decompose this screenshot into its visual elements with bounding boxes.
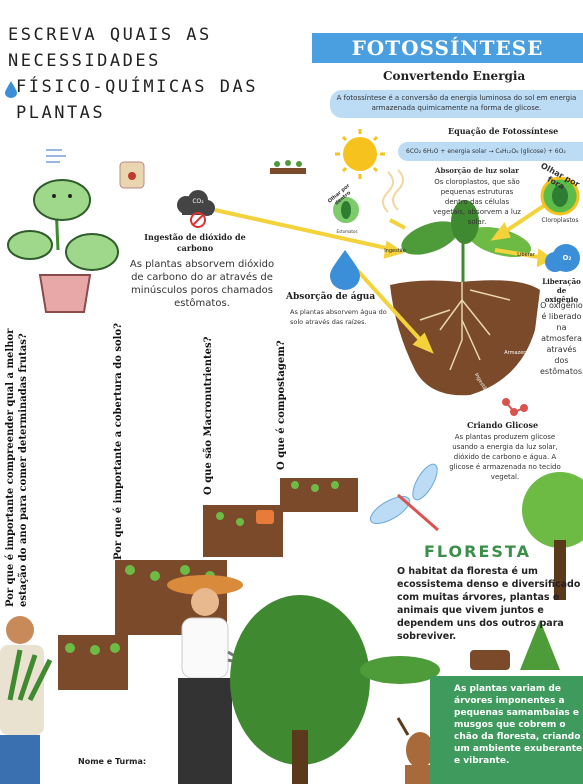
sun-icon	[335, 129, 385, 179]
luz-title: Absorção de luz solar	[435, 166, 519, 175]
forest-trees-illustration	[230, 472, 583, 784]
question-cobertura-solo: Por que é importante a cobertura do solo…	[113, 323, 124, 560]
water-drop-icon	[5, 81, 17, 98]
agua-text: As plantas absorvem água do solo através…	[290, 308, 387, 326]
armazenado-label: Armazenado	[504, 350, 536, 356]
oxigenio-title: Liberação de oxigênio	[542, 277, 581, 304]
page-title-line2: FÍSICO-QUÍMICAS DAS PLANTAS	[16, 77, 258, 123]
liberar-label: Liberar	[517, 252, 535, 258]
floresta-green-box	[430, 676, 583, 784]
floresta-text: O habitat da floresta é um ecossistema d…	[397, 566, 581, 642]
oxigenio-text: O oxigênio é liberado na atmosfera atrav…	[540, 301, 583, 376]
glicose-title: Criando Glicose	[467, 420, 539, 430]
definition-box: A fotossíntese é a conversão da energia …	[330, 90, 583, 118]
co2-title: Ingestão de dióxido de carbono	[144, 232, 246, 253]
question-frutas: Por que é importante compreender qual a …	[5, 328, 29, 607]
question-compostagem: O que é compostagem?	[276, 340, 287, 470]
question-macronutrientes: O que são Macronutrientes?	[203, 336, 214, 495]
co2-text: As plantas absorvem dióxido de carbono d…	[129, 259, 275, 309]
o2-label: O₂	[562, 254, 572, 262]
equation-title: Equação de Fotossíntese	[448, 126, 559, 136]
glucose-molecule-icon	[502, 398, 528, 416]
wind-icon	[46, 149, 66, 163]
fotossintese-subtitle: Convertendo Energia	[383, 69, 526, 83]
floresta-title: FLORESTA	[424, 542, 531, 561]
dragonfly-icon	[369, 463, 439, 532]
equation-box: 6CO₂ 6H₂O + energia solar → C₆H₁₂O₆ (gli…	[398, 142, 583, 161]
fotossintese-banner: FOTOSSÍNTESE	[312, 33, 583, 63]
ingestao-label: Ingestão	[384, 248, 406, 254]
luz-text: Os cloroplastos, que são pequenas estrut…	[433, 178, 521, 226]
co2-label: CO₂	[192, 198, 204, 205]
page-title-line1: ESCREVA QUAIS AS NECESSIDADES	[8, 25, 212, 71]
water-drop-big-icon	[330, 250, 360, 290]
co2-cloud-icon	[177, 190, 215, 228]
glicose-text: As plantas produzem glicose usando a ene…	[449, 433, 561, 481]
plant-pot-icon	[7, 179, 119, 313]
page-title: ESCREVA QUAIS AS NECESSIDADES FÍSICO-QUÍ…	[8, 22, 308, 126]
floresta-box-text: As plantas variam de árvores imponentes …	[454, 684, 583, 766]
agua-title: Absorção de água	[286, 292, 376, 302]
gardener-with-plant-illustration	[0, 616, 53, 784]
gardener-illustration	[167, 575, 299, 784]
seedling-row-icon	[270, 160, 306, 174]
deer-illustration	[396, 717, 444, 784]
cloroplastos-label: Cloroplastos	[541, 217, 579, 224]
nome-turma-label: Nome e Turma:	[78, 757, 147, 766]
fertilizer-bag-icon	[119, 161, 145, 189]
estomatos-label: Estomatos	[336, 229, 358, 234]
